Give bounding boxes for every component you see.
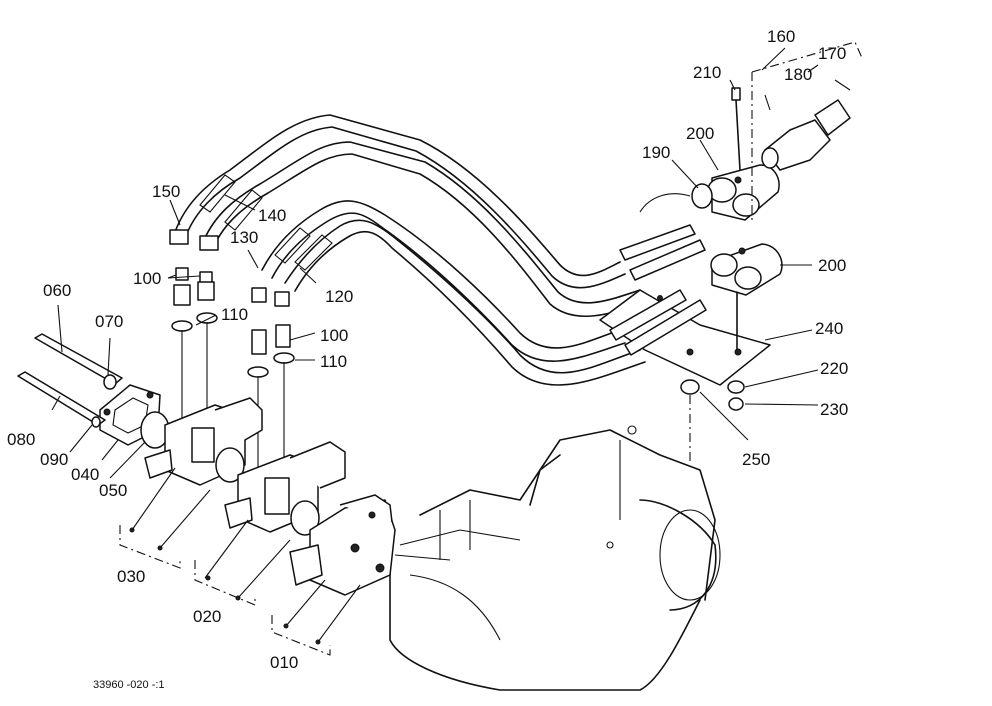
drawing-code: 33960 -020 -:1 [93, 679, 165, 691]
label-030: 030 [117, 567, 145, 586]
label-200a: 200 [686, 124, 714, 143]
valve-bank [17, 333, 396, 596]
label-100a: 100 [133, 269, 161, 288]
quick-coupler [751, 41, 863, 220]
label-200b: 200 [818, 256, 846, 275]
label-190: 190 [642, 143, 670, 162]
label-140: 140 [258, 206, 286, 225]
label-100b: 100 [320, 326, 348, 345]
label-170: 170 [818, 44, 846, 63]
label-060: 060 [43, 281, 71, 300]
label-020: 020 [193, 607, 221, 626]
label-230: 230 [820, 400, 848, 419]
group-brackets [119, 467, 361, 656]
label-010: 010 [270, 653, 298, 672]
transmission-housing [389, 425, 721, 691]
label-070: 070 [95, 312, 123, 331]
label-180: 180 [784, 65, 812, 84]
label-130: 130 [230, 228, 258, 247]
label-080: 080 [7, 430, 35, 449]
hardware [680, 379, 745, 462]
label-050: 050 [99, 481, 127, 500]
label-150: 150 [152, 182, 180, 201]
label-250: 250 [742, 450, 770, 469]
part-labels: 060 070 080 090 040 050 030 020 010 150 … [7, 27, 848, 672]
label-110b: 110 [320, 352, 347, 371]
label-160: 160 [767, 27, 795, 46]
label-110a: 110 [221, 305, 248, 324]
label-090: 090 [40, 450, 68, 469]
label-240: 240 [815, 319, 843, 338]
leader-lines [51, 47, 819, 479]
mounting-plate [599, 289, 771, 386]
hydraulic-pipes [174, 114, 646, 386]
label-210: 210 [693, 63, 721, 82]
label-040: 040 [71, 465, 99, 484]
label-220: 220 [820, 359, 848, 378]
label-120: 120 [325, 287, 353, 306]
